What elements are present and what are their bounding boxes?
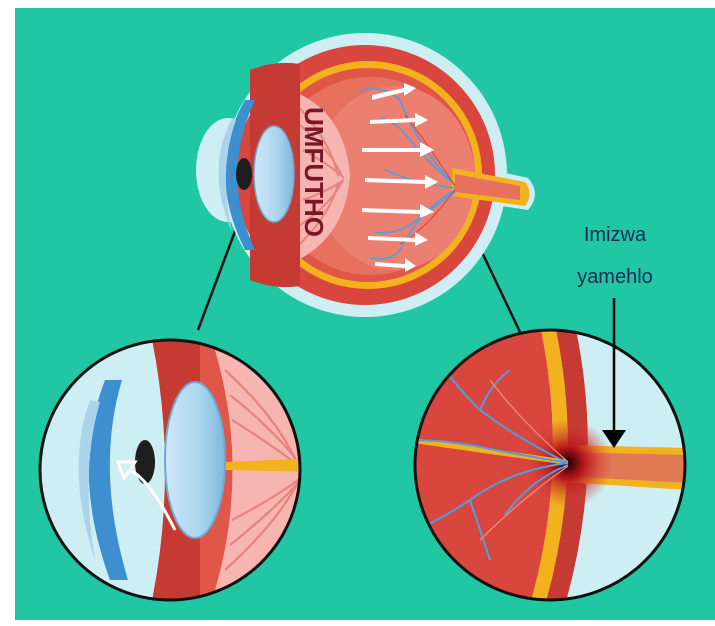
lens — [254, 126, 294, 222]
vitreous-label: UMFUTHO — [299, 107, 329, 237]
nerve-label-line1: Imizwa — [584, 224, 647, 246]
nerve-label-line2: yamehlo — [577, 266, 653, 288]
